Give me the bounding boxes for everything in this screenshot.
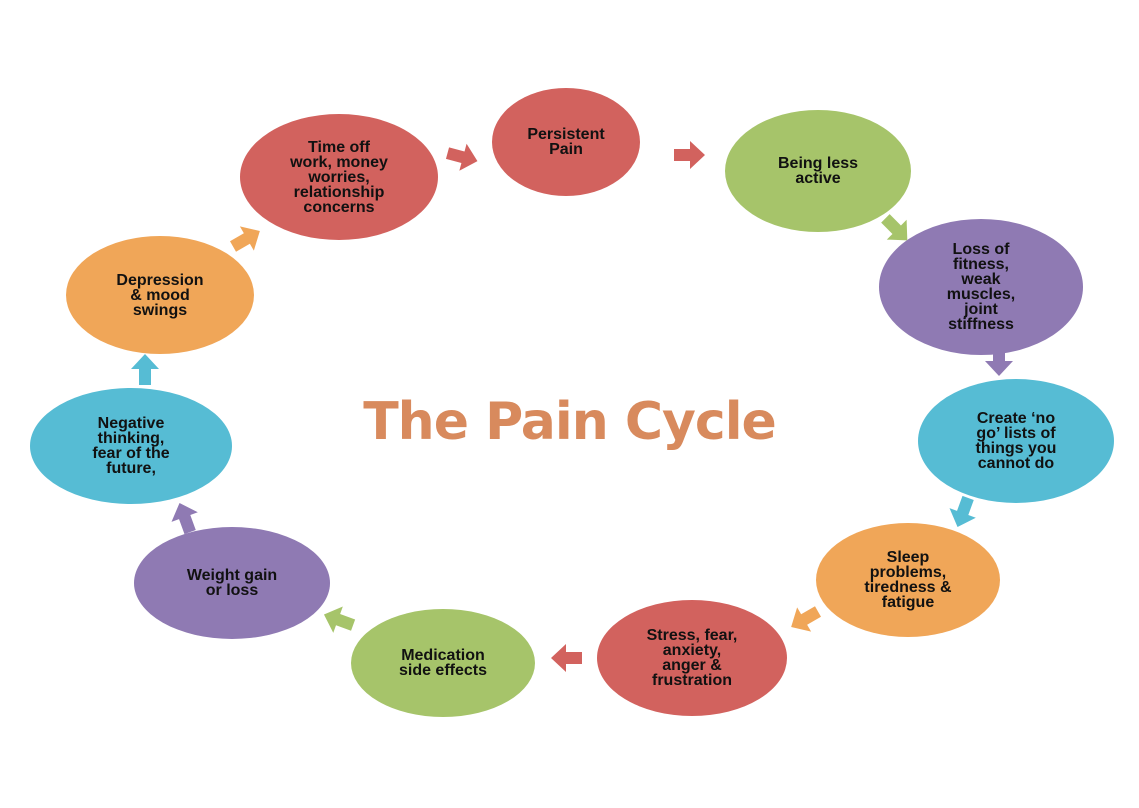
cycle-arrow <box>551 644 582 672</box>
node-label: Being less active <box>777 155 859 187</box>
node-medication-side-effects: Medication side effects <box>351 609 535 717</box>
cycle-arrow <box>791 606 821 632</box>
node-depression: Depression & mood swings <box>66 236 254 354</box>
node-stress-fear: Stress, fear, anxiety, anger & frustrati… <box>597 600 787 716</box>
node-no-go-lists: Create ‘no go’ lists of things you canno… <box>918 379 1114 503</box>
node-label: Time off work, money worries, relationsh… <box>290 138 388 216</box>
cycle-arrow <box>171 502 198 535</box>
node-label: Create ‘no go’ lists of things you canno… <box>975 410 1057 472</box>
node-label: Medication side effects <box>398 647 488 679</box>
node-label: Loss of fitness, weak muscles, joint sti… <box>946 241 1016 333</box>
node-label: Negative thinking, fear of the future, <box>92 415 170 477</box>
cycle-arrow <box>985 345 1013 376</box>
node-label: Persistent Pain <box>527 126 605 158</box>
node-loss-of-fitness: Loss of fitness, weak muscles, joint sti… <box>879 219 1083 355</box>
node-being-less-active: Being less active <box>725 110 911 232</box>
node-negative-thinking: Negative thinking, fear of the future, <box>30 388 232 504</box>
cycle-arrow <box>323 606 356 633</box>
cycle-arrow <box>674 141 705 169</box>
cycle-arrow <box>445 143 478 171</box>
node-label: Stress, fear, anxiety, anger & frustrati… <box>646 627 738 689</box>
node-weight-gain-or-loss: Weight gain or loss <box>134 527 330 639</box>
node-label: Sleep problems, tiredness & fatigue <box>864 549 952 611</box>
node-label: Depression & mood swings <box>116 271 204 319</box>
node-sleep-problems: Sleep problems, tiredness & fatigue <box>816 523 1000 637</box>
node-persistent-pain: Persistent Pain <box>492 88 640 196</box>
cycle-arrow <box>949 495 976 528</box>
cycle-arrow <box>131 354 159 385</box>
cycle-arrow <box>881 214 908 241</box>
diagram-title: The Pain Cycle <box>363 392 777 452</box>
node-label: Weight gain or loss <box>186 567 278 599</box>
node-time-off-work: Time off work, money worries, relationsh… <box>240 114 438 240</box>
cycle-arrow <box>230 226 260 252</box>
